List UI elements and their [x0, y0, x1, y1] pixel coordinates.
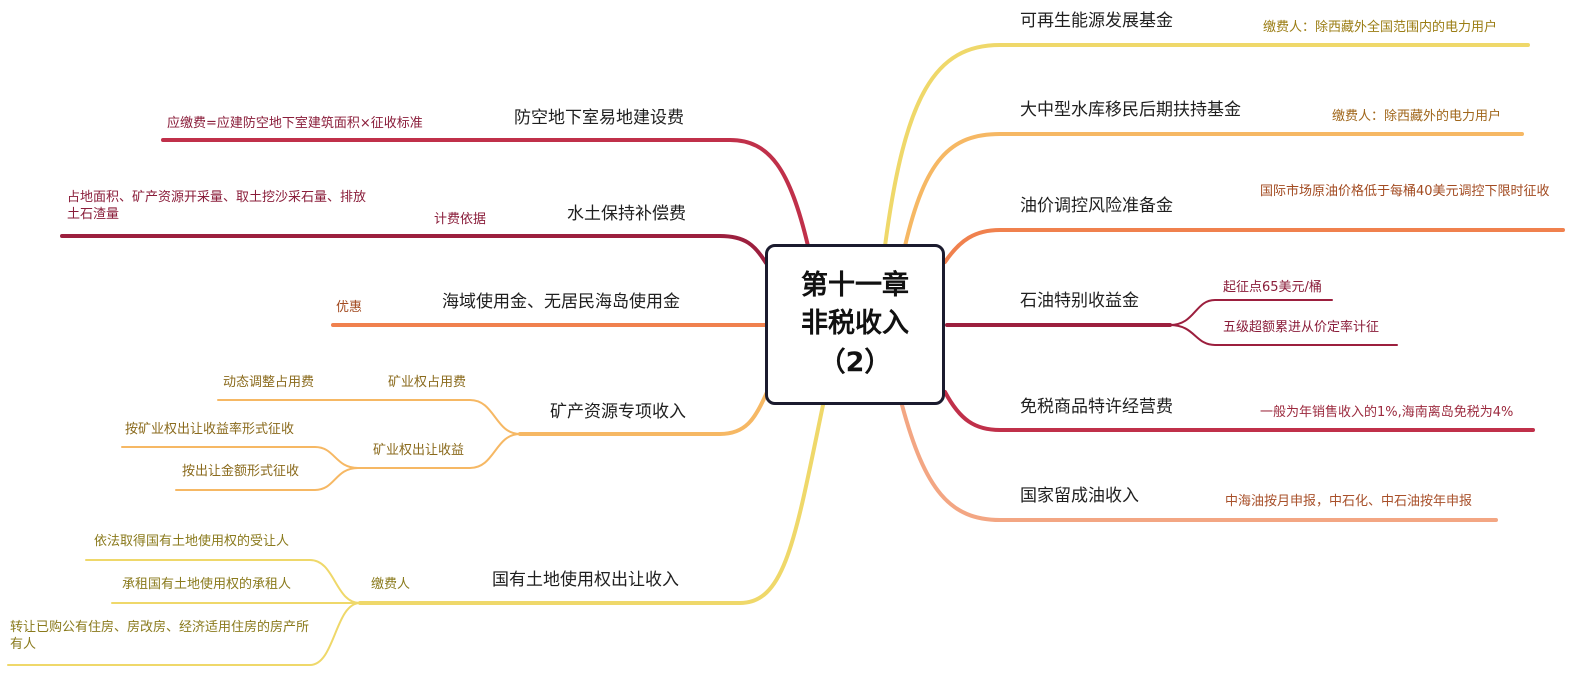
sub-oil-special-1	[1169, 299, 1333, 326]
sub-land-1	[85, 559, 361, 604]
sub-mineral-transfer-2	[175, 467, 359, 491]
note-mineral-transfer-rate[interactable]: 按矿业权出让收益率形式征收	[125, 422, 295, 437]
branch-retained-oil	[900, 403, 1498, 522]
sub-mineral-occupy	[217, 399, 521, 435]
branch-soil	[60, 234, 768, 265]
note-air-defense[interactable]: 应缴费=应建防空地下室建筑面积×征收标准	[167, 116, 423, 131]
topic-reservoir[interactable]: 大中型水库移民后期扶持基金	[1020, 100, 1241, 120]
note-dutyfree[interactable]: 一般为年销售收入的1%,海南离岛免税为4%	[1260, 405, 1514, 420]
branch-land	[358, 403, 825, 605]
label-land-payer[interactable]: 缴费人	[371, 577, 411, 592]
topic-soil[interactable]: 水土保持补偿费	[567, 204, 686, 224]
sub-oil-special-2	[1169, 324, 1398, 346]
topic-sea[interactable]: 海域使用金、无居民海岛使用金	[442, 292, 680, 312]
note-oil-special-rate[interactable]: 五级超额累进从价定率计征	[1223, 320, 1380, 335]
topic-renewable[interactable]: 可再生能源发展基金	[1020, 11, 1173, 31]
note-renewable[interactable]: 缴费人：除西藏外全国范围内的电力用户	[1263, 20, 1498, 35]
note-mineral-transfer-amount[interactable]: 按出让金额形式征收	[182, 464, 300, 479]
topic-oil-special[interactable]: 石油特别收益金	[1020, 291, 1139, 311]
root-node[interactable]: 第十一章 非税收入 （2）	[765, 244, 945, 405]
root-line-3: （2）	[818, 346, 892, 378]
topic-mineral[interactable]: 矿产资源专项收入	[550, 402, 686, 422]
root-line-1: 第十一章	[801, 270, 909, 301]
note-retained-oil[interactable]: 中海油按月申报，中石化、中石油按年申报	[1225, 494, 1473, 509]
branch-renewable	[883, 43, 1530, 248]
topic-dutyfree[interactable]: 免税商品特许经营费	[1020, 397, 1173, 417]
note-reservoir[interactable]: 缴费人：除西藏外的电力用户	[1332, 109, 1502, 124]
branch-dutyfree	[943, 390, 1535, 432]
topic-retained-oil[interactable]: 国家留成油收入	[1020, 486, 1139, 506]
topic-land[interactable]: 国有土地使用权出让收入	[492, 570, 679, 590]
note-sea-preference[interactable]: 优惠	[336, 300, 363, 315]
root-line-2: 非税收入	[801, 308, 909, 340]
note-land-payer-owner[interactable]: 转让已购公有住房、房改房、经济适用住房的房产所有人	[10, 620, 310, 652]
sub-land-3	[7, 602, 361, 666]
note-oil-reserve[interactable]: 国际市场原油价格低于每桶40美元调控下限时征收	[1260, 184, 1550, 199]
branch-oil-reserve	[943, 228, 1565, 264]
label-mineral-transfer[interactable]: 矿业权出让收益	[373, 443, 465, 458]
note-oil-special-threshold[interactable]: 起征点65美元/桶	[1223, 280, 1322, 295]
sub-mineral-transfer	[357, 433, 521, 469]
label-mineral-occupy[interactable]: 矿业权占用费	[388, 375, 467, 390]
label-soil-basis[interactable]: 计费依据	[434, 212, 487, 227]
note-soil-basis[interactable]: 占地面积、矿产资源开采量、取土挖沙采石量、排放土石渣量	[67, 190, 367, 222]
note-mineral-occupy[interactable]: 动态调整占用费	[223, 375, 315, 390]
topic-oil-reserve[interactable]: 油价调控风险准备金	[1020, 196, 1173, 216]
branch-air-defense	[161, 138, 810, 248]
note-land-payer-transferee[interactable]: 依法取得国有土地使用权的受让人	[94, 534, 290, 549]
sub-mineral-transfer-1	[121, 446, 359, 469]
note-land-payer-lessee[interactable]: 承租国有土地使用权的承租人	[122, 577, 292, 592]
topic-air-defense[interactable]: 防空地下室易地建设费	[514, 108, 684, 128]
branch-mineral	[518, 390, 769, 436]
branch-reservoir	[903, 132, 1524, 248]
